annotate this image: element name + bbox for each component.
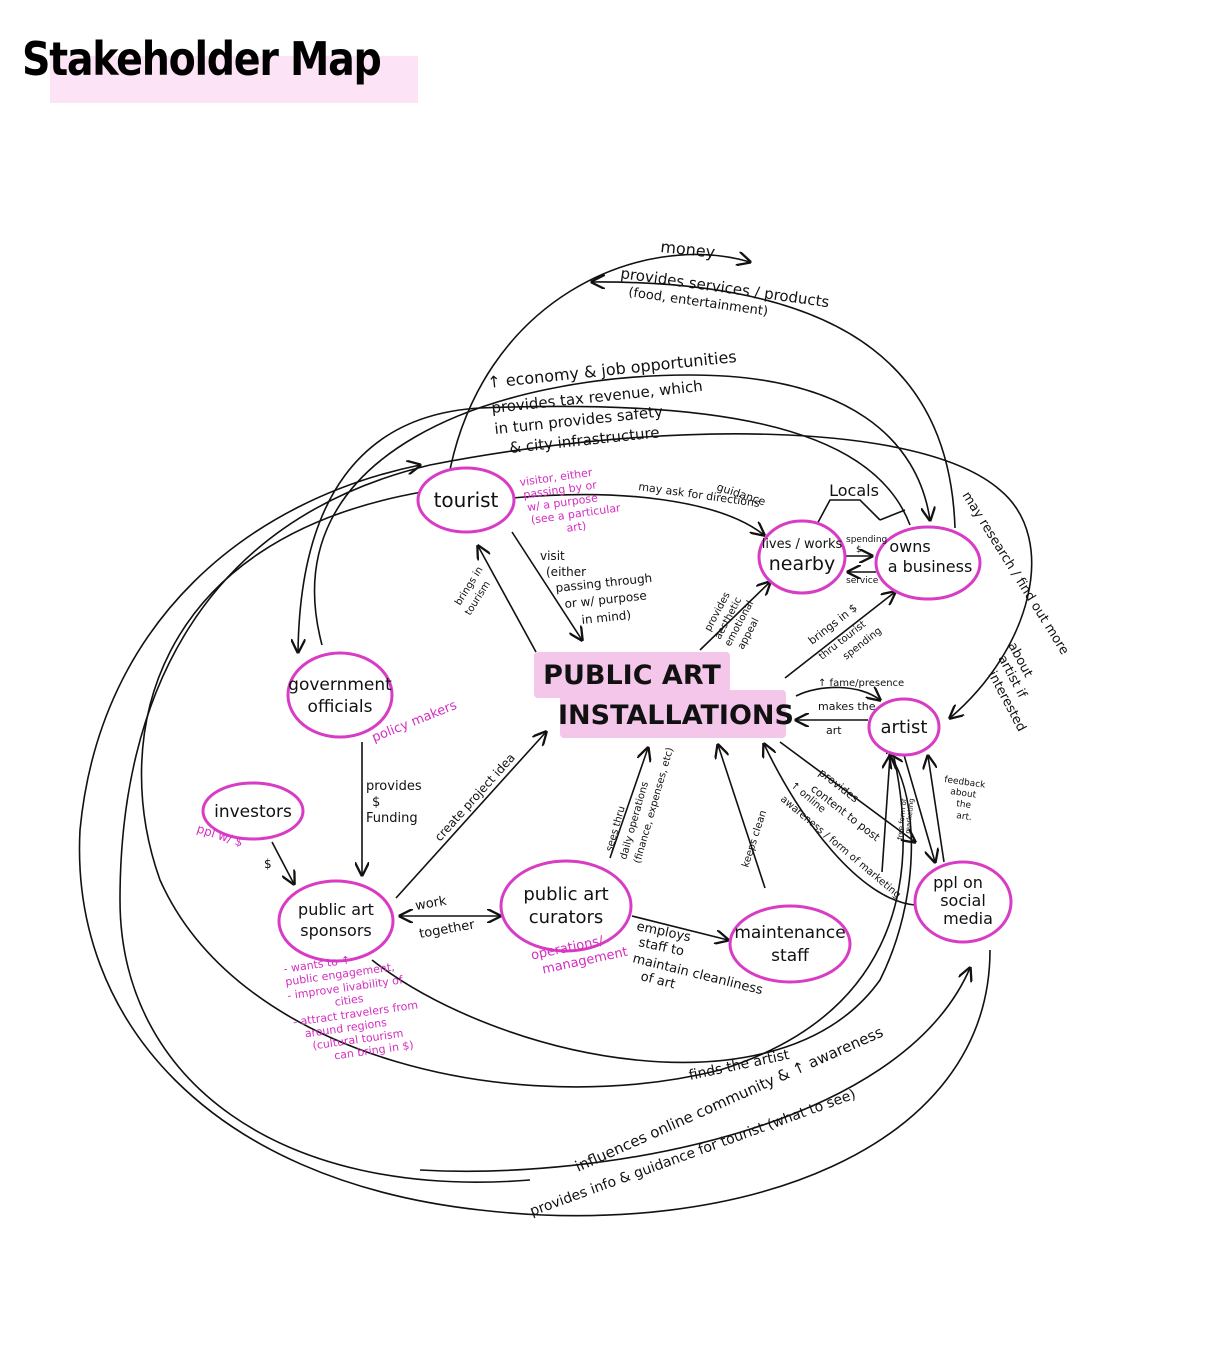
label-visit-5: in mind) — [581, 608, 632, 627]
node-investors[interactable]: investors — [201, 781, 305, 841]
label-funding-3: Funding — [366, 811, 418, 826]
page-title-block: Stakeholder Map — [22, 28, 442, 108]
edge-awareness — [764, 744, 916, 906]
edge-fame — [795, 687, 880, 700]
node-tourist-label: tourist — [434, 488, 499, 512]
label-feedback-4: art. — [956, 811, 973, 823]
label-feedback-3: the — [956, 799, 972, 811]
note-tourist-5: art) — [566, 519, 587, 535]
node-social-label-2: social — [940, 891, 986, 910]
edge-social-influences — [419, 968, 970, 1173]
node-sponsors-label-2: sponsors — [300, 921, 371, 940]
edge-services — [592, 282, 956, 529]
node-nearby-label-1: lives / works — [762, 537, 843, 552]
node-business[interactable]: owns a business — [874, 525, 982, 601]
node-social-label-3: media — [943, 909, 993, 928]
label-visit-2: (either — [546, 565, 586, 579]
label-makes-art-1: makes the — [818, 700, 876, 713]
edge-aesthetic — [699, 582, 770, 651]
center-title-line2: INSTALLATIONS — [558, 700, 794, 731]
node-investors-label: investors — [214, 802, 292, 822]
node-curators-label-2: curators — [529, 907, 604, 928]
edge-brings-tourism — [478, 546, 537, 653]
label-makes-art-2: art — [826, 724, 842, 737]
label-service: service — [846, 576, 879, 586]
edge-employs — [631, 915, 728, 940]
node-sponsors[interactable]: public art sponsors — [277, 879, 395, 963]
center-title-line1: PUBLIC ART — [543, 660, 721, 691]
node-artist-label: artist — [881, 717, 928, 738]
node-business-label-2: a business — [888, 557, 973, 576]
node-curators[interactable]: public art curators — [499, 859, 633, 953]
edge-artist-social — [903, 754, 935, 862]
node-government-label-1: government — [288, 675, 392, 695]
center-highlight-1 — [534, 652, 730, 698]
notes: visitor, either passing by or w/ a purpo… — [195, 466, 629, 1063]
edge-sees-thru — [609, 748, 648, 859]
node-government-label-2: officials — [308, 697, 373, 717]
node-curators-label-1: public art — [523, 884, 608, 905]
label-spending-2: $ — [856, 545, 862, 555]
title-highlight — [50, 56, 418, 103]
label-project-idea: create project idea — [432, 751, 518, 844]
label-keeps-clean: keeps clean — [740, 809, 769, 869]
edge-feedback — [928, 756, 945, 863]
label-free-marketing-2: marketing — [904, 798, 916, 834]
label-spending-1: spending — [846, 535, 887, 545]
node-social[interactable]: ppl on social media — [913, 860, 1013, 944]
node-social-label-1: ppl on — [933, 873, 983, 892]
label-investor-money: $ — [264, 857, 272, 871]
node-artist[interactable]: artist — [867, 697, 941, 757]
label-work-together-2: together — [418, 917, 476, 942]
label-work-together-1: work — [414, 894, 448, 914]
edge-tax-1 — [313, 374, 930, 646]
node-nearby[interactable]: lives / works nearby — [757, 519, 847, 595]
note-sponsors-4: cities — [334, 992, 365, 1009]
node-maintenance[interactable]: maintenance staff — [728, 904, 852, 984]
label-fame: ↑ fame/presence — [818, 678, 904, 689]
center-node: PUBLIC ART INSTALLATIONS — [534, 652, 794, 738]
label-funding-2: $ — [372, 795, 380, 810]
label-visit-1: visit — [540, 549, 565, 563]
edge-locals-bracket — [814, 499, 906, 529]
center-highlight-2 — [560, 690, 786, 738]
node-tourist[interactable]: tourist — [416, 466, 516, 534]
node-maintenance-label-2: staff — [771, 946, 810, 966]
node-business-label-1: owns — [889, 537, 930, 556]
edge-investor-money — [271, 841, 294, 884]
edge-visit — [511, 531, 582, 640]
label-feedback-2: about — [950, 787, 978, 801]
edge-content — [779, 741, 915, 842]
node-nearby-label-2: nearby — [769, 553, 836, 575]
edge-brings-money — [784, 592, 895, 679]
edge-influences — [119, 433, 1033, 1183]
edge-keeps-clean — [718, 745, 766, 889]
edges — [78, 255, 1033, 1217]
node-government[interactable]: government officials — [286, 651, 394, 739]
label-funding-1: provides — [366, 779, 422, 794]
node-sponsors-label-1: public art — [298, 900, 374, 919]
edge-free-marketing — [881, 756, 890, 873]
edge-project-idea — [395, 732, 546, 899]
group-label-locals: Locals — [829, 481, 879, 500]
edge-guidance — [511, 493, 764, 535]
page-title: Stakeholder Map — [22, 32, 382, 86]
edge-provides-info — [78, 465, 991, 1217]
label-money: money — [660, 237, 717, 262]
edge-tourist-loop — [140, 491, 904, 1088]
node-maintenance-label-1: maintenance — [734, 923, 845, 943]
